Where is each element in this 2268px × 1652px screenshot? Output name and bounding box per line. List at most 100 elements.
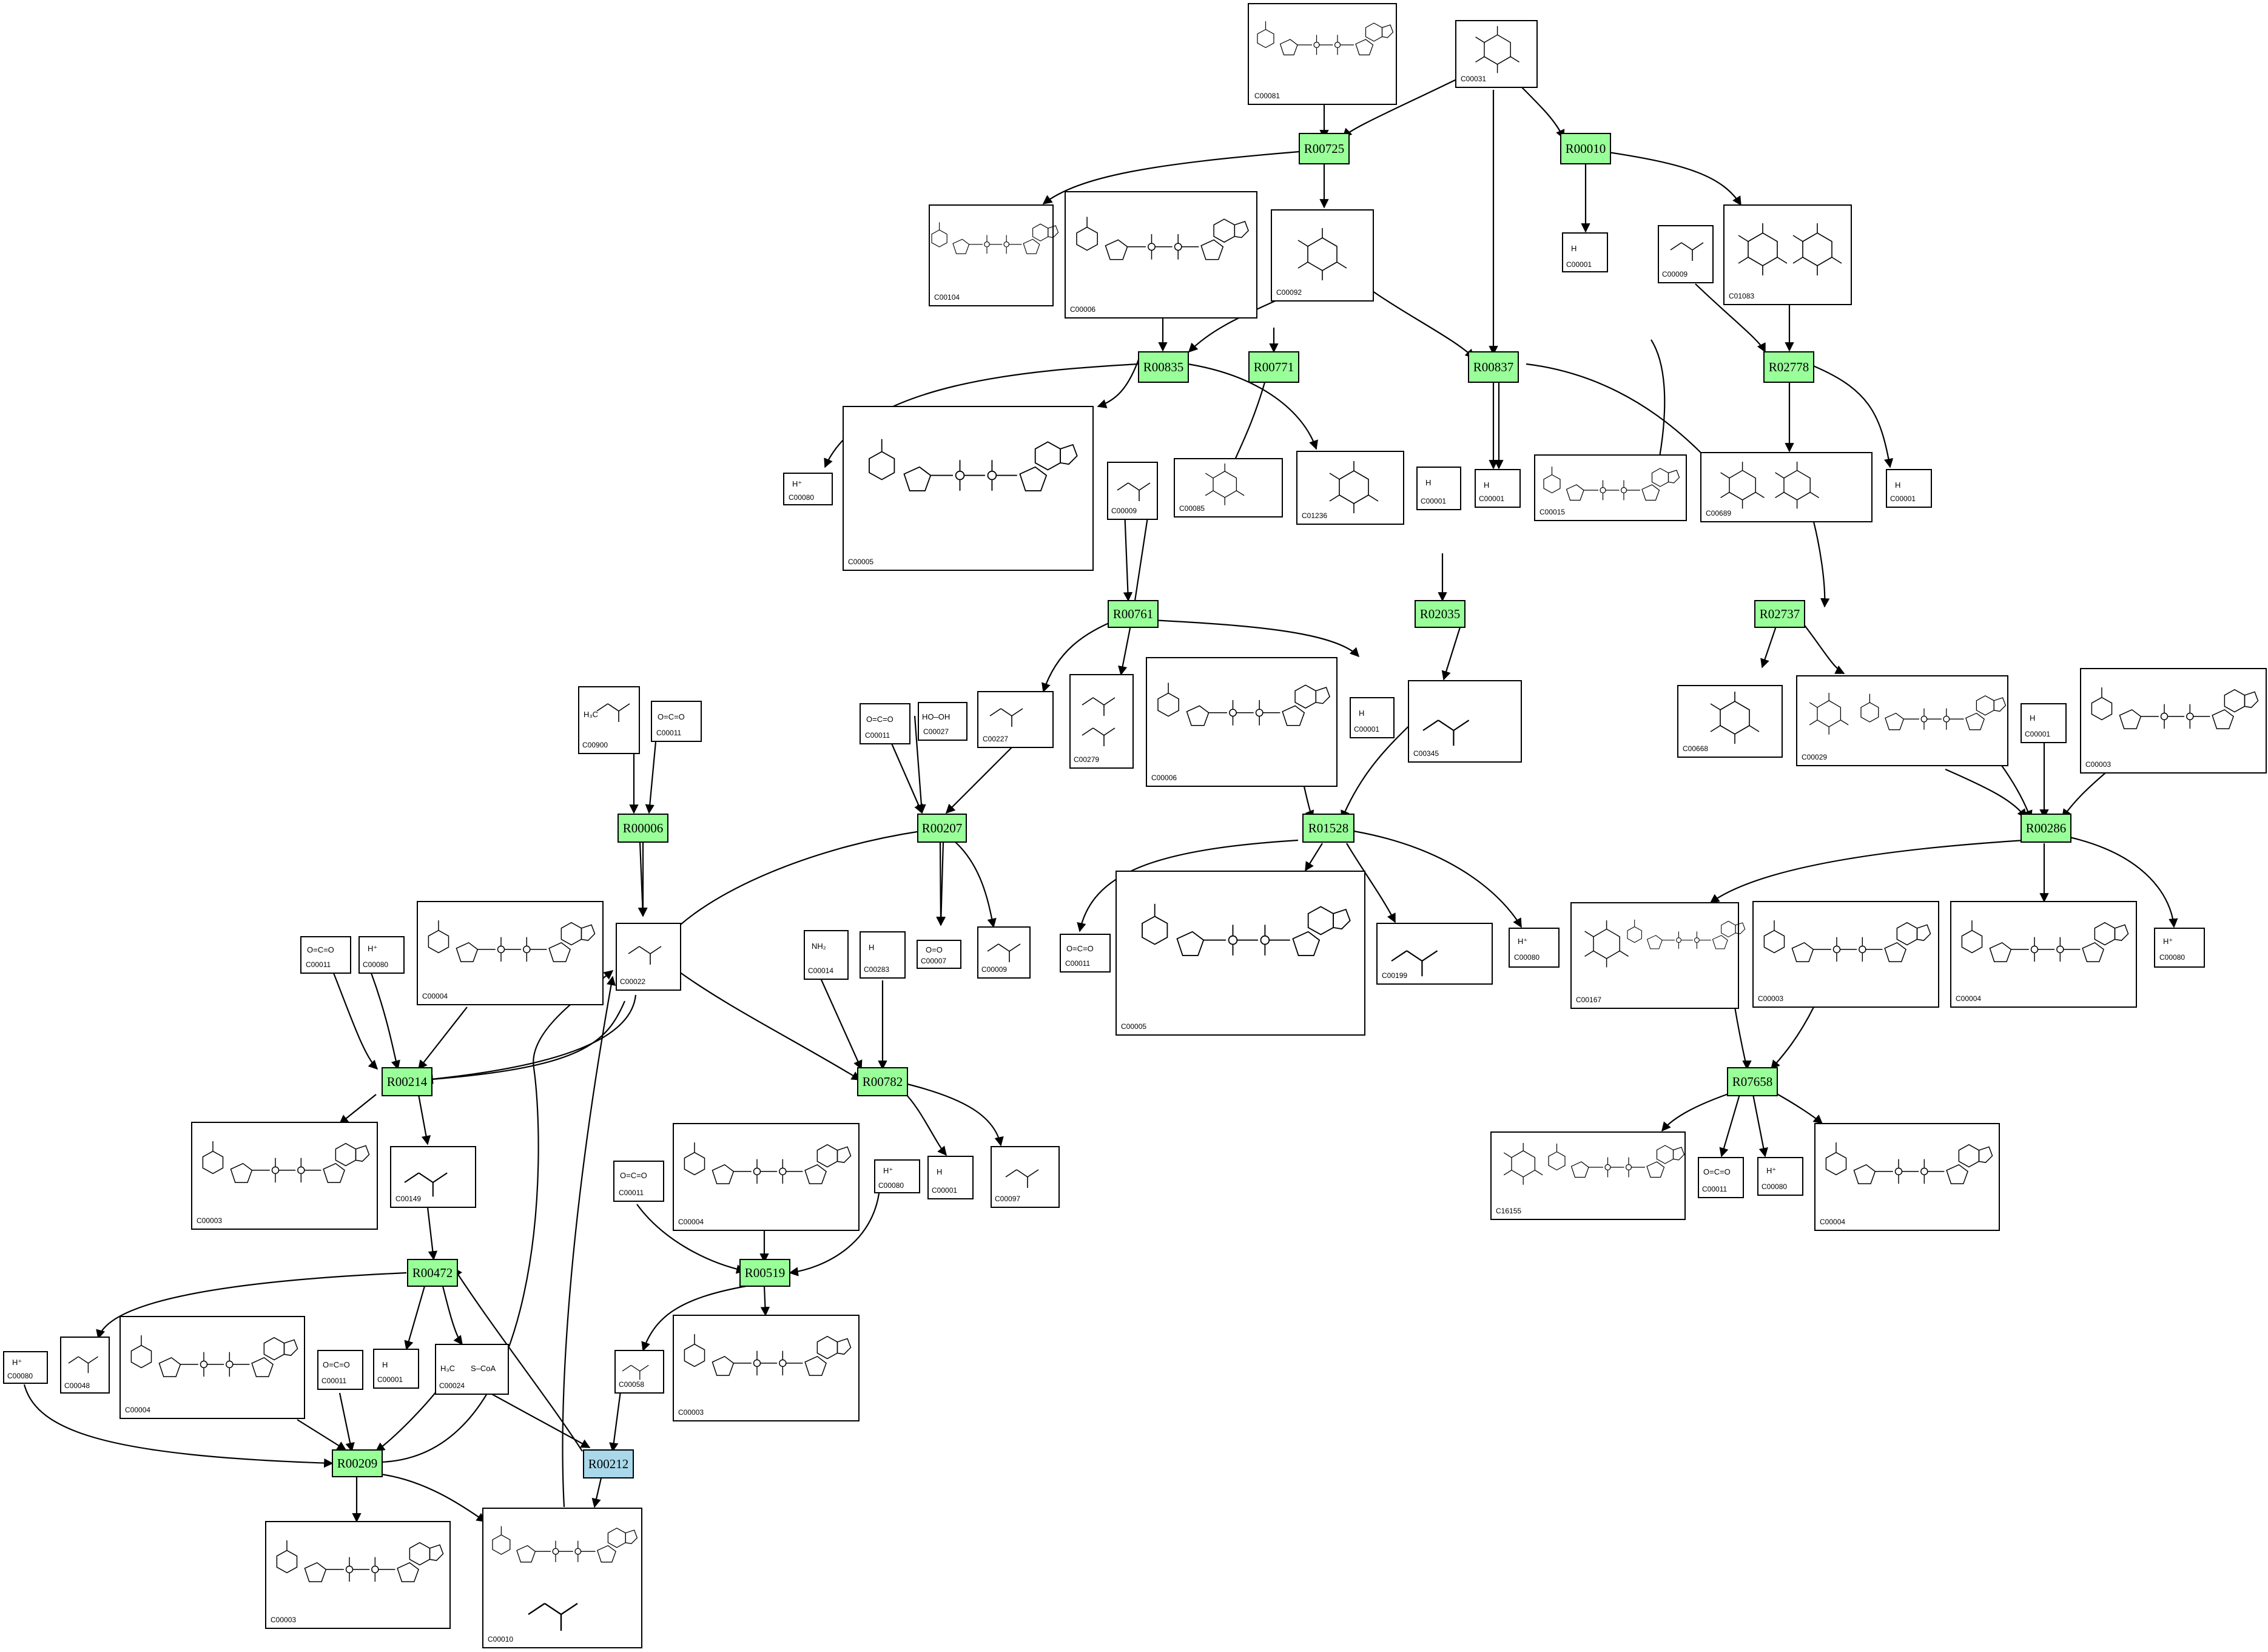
compound-node[interactable]: H C00001 bbox=[1350, 697, 1395, 738]
compound-node[interactable]: C00029 bbox=[1796, 675, 2008, 766]
compound-node[interactable]: C00006 bbox=[1146, 657, 1338, 787]
compound-node[interactable]: C00097 bbox=[991, 1146, 1060, 1208]
compound-node[interactable]: O=C=O C00011 bbox=[300, 936, 351, 974]
compound-id: C00011 bbox=[1065, 959, 1090, 968]
compound-node[interactable]: C00010 bbox=[482, 1508, 642, 1648]
compound-node[interactable]: H C00001 bbox=[373, 1349, 419, 1389]
reaction-node[interactable]: R07658 bbox=[1727, 1067, 1778, 1096]
compound-node[interactable]: C16155 bbox=[1490, 1131, 1686, 1220]
compound-id: C00001 bbox=[1354, 725, 1379, 733]
compound-node[interactable]: O=C=O C00011 bbox=[317, 1350, 363, 1390]
reaction-node[interactable]: R00835 bbox=[1138, 351, 1189, 383]
compound-node[interactable]: C00048 bbox=[60, 1337, 110, 1394]
reaction-node[interactable]: R00782 bbox=[857, 1067, 908, 1096]
reaction-node[interactable]: R00006 bbox=[617, 814, 668, 843]
edge bbox=[380, 1473, 486, 1522]
compound-node[interactable]: C00015 bbox=[1534, 454, 1687, 521]
reaction-node[interactable]: R02035 bbox=[1415, 600, 1465, 628]
compound-node[interactable]: H⁺ C00080 bbox=[1757, 1157, 1803, 1196]
compound-id: C00009 bbox=[981, 965, 1007, 974]
compound-node[interactable]: C00009 bbox=[977, 926, 1031, 979]
compound-id: C16155 bbox=[1496, 1207, 1521, 1215]
edge bbox=[662, 830, 921, 945]
compound-node[interactable]: C00149 bbox=[390, 1146, 476, 1208]
compound-node[interactable]: C00004 bbox=[417, 901, 604, 1005]
compound-node[interactable]: C00003 bbox=[1752, 901, 1939, 1008]
compound-node[interactable]: H⁺ C00080 bbox=[2154, 928, 2205, 968]
compound-node[interactable]: C00004 bbox=[119, 1316, 305, 1419]
reaction-node[interactable]: R00212 bbox=[583, 1449, 634, 1478]
compound-node[interactable]: NH₂ C00014 bbox=[804, 930, 849, 980]
compound-node[interactable]: H⁺ C00080 bbox=[1509, 928, 1560, 968]
compound-node[interactable]: C00058 bbox=[614, 1350, 664, 1394]
reaction-node[interactable]: R00214 bbox=[382, 1067, 432, 1096]
compound-node[interactable]: C00167 bbox=[1570, 902, 1746, 1009]
compound-node[interactable]: H⁺ C00080 bbox=[358, 936, 405, 974]
compound-node[interactable]: C00009 bbox=[1107, 462, 1158, 520]
compound-node[interactable]: C00227 bbox=[977, 691, 1054, 748]
compound-node[interactable]: C00279 bbox=[1069, 674, 1134, 769]
compound-node[interactable]: C00104 bbox=[929, 204, 1059, 306]
compound-node[interactable]: O=O C00007 bbox=[917, 940, 961, 969]
compound-node[interactable]: H⁺ C00080 bbox=[783, 473, 833, 505]
edge bbox=[679, 971, 861, 1081]
compound-node[interactable]: HO–OH C00027 bbox=[918, 702, 967, 741]
reaction-node[interactable]: R00209 bbox=[332, 1449, 383, 1477]
compound-id: C00092 bbox=[1276, 288, 1302, 297]
compound-node[interactable]: H₃C C00900 bbox=[578, 686, 640, 754]
compound-node[interactable]: H⁺ C00080 bbox=[874, 1159, 920, 1193]
compound-node[interactable]: H C00001 bbox=[1562, 232, 1608, 272]
compound-node[interactable]: C00005 bbox=[1115, 871, 1365, 1036]
compound-node[interactable]: H C00001 bbox=[1416, 467, 1461, 510]
compound-node[interactable]: C00345 bbox=[1408, 680, 1522, 763]
compound-node[interactable]: O=C=O C00011 bbox=[860, 703, 910, 744]
compound-node[interactable]: C00009 bbox=[1658, 225, 1714, 283]
compound-node[interactable]: H C00001 bbox=[1886, 469, 1932, 508]
compound-node[interactable]: C00092 bbox=[1271, 209, 1374, 302]
compound-node[interactable]: C00085 bbox=[1174, 458, 1283, 518]
compound-node[interactable]: C00668 bbox=[1677, 685, 1783, 758]
compound-node[interactable]: C00031 bbox=[1455, 20, 1538, 88]
compound-node[interactable]: H⁺ C00080 bbox=[3, 1351, 48, 1384]
compound-node[interactable]: C00004 bbox=[1814, 1123, 2000, 1231]
compound-node[interactable]: C01083 bbox=[1723, 204, 1852, 305]
compound-node[interactable]: C00003 bbox=[2080, 668, 2267, 774]
reaction-node[interactable]: R01528 bbox=[1302, 814, 1354, 843]
compound-node[interactable]: O=C=O C00011 bbox=[651, 701, 702, 742]
reaction-node[interactable]: R00286 bbox=[2021, 814, 2071, 843]
compound-node[interactable]: O=C=O C00011 bbox=[1698, 1157, 1744, 1198]
compound-node[interactable]: H C00283 bbox=[860, 931, 906, 979]
reaction-node[interactable]: R00771 bbox=[1248, 351, 1299, 383]
edge bbox=[1346, 843, 1396, 923]
compound-node[interactable]: C00003 bbox=[673, 1315, 860, 1421]
compound-node[interactable]: C00022 bbox=[616, 923, 681, 991]
reaction-node[interactable]: R00761 bbox=[1108, 600, 1159, 628]
compound-id: C00283 bbox=[864, 965, 889, 974]
compound-node[interactable]: C00005 bbox=[843, 406, 1094, 571]
reaction-node[interactable]: R00010 bbox=[1560, 133, 1611, 164]
reaction-node[interactable]: R00725 bbox=[1299, 133, 1350, 164]
compound-node[interactable]: C00004 bbox=[673, 1123, 860, 1231]
compound-node[interactable]: H C00001 bbox=[927, 1156, 974, 1199]
reaction-node[interactable]: R00472 bbox=[407, 1259, 458, 1287]
compound-node[interactable]: H₃C S–CoA C00024 bbox=[435, 1344, 509, 1395]
compound-node[interactable]: C00081 bbox=[1248, 3, 1397, 105]
reaction-node[interactable]: R02737 bbox=[1754, 600, 1805, 628]
compound-id: C00048 bbox=[64, 1381, 90, 1390]
hplus-formula: H⁺ bbox=[12, 1358, 22, 1367]
reaction-node[interactable]: R00519 bbox=[739, 1259, 790, 1287]
compound-node[interactable]: C00689 bbox=[1700, 452, 1873, 522]
compound-node[interactable]: C00003 bbox=[191, 1122, 378, 1230]
compound-node[interactable]: O=C=O C00011 bbox=[1060, 934, 1111, 973]
compound-node[interactable]: H C00001 bbox=[1475, 469, 1521, 508]
reaction-node[interactable]: R02778 bbox=[1763, 351, 1814, 383]
compound-node[interactable]: C00004 bbox=[1950, 901, 2137, 1008]
compound-node[interactable]: C00006 bbox=[1065, 191, 1257, 319]
compound-node[interactable]: H C00001 bbox=[2021, 703, 2067, 743]
compound-node[interactable]: O=C=O C00011 bbox=[613, 1161, 664, 1202]
compound-node[interactable]: C00199 bbox=[1376, 923, 1493, 985]
reaction-node[interactable]: R00837 bbox=[1468, 351, 1519, 383]
compound-node[interactable]: C00003 bbox=[265, 1521, 451, 1629]
reaction-node[interactable]: R00207 bbox=[917, 814, 967, 843]
compound-node[interactable]: C01236 bbox=[1296, 451, 1404, 525]
